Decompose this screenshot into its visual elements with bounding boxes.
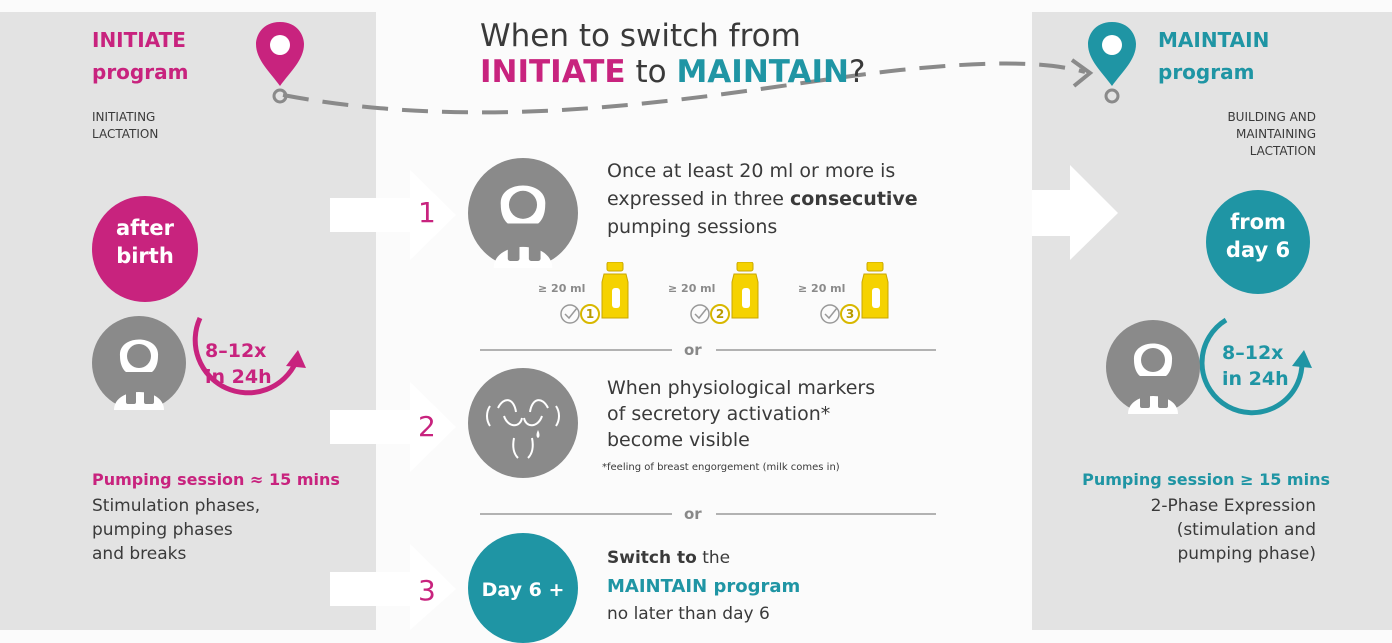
or-divider: or: [684, 341, 702, 359]
initiate-frequency: 8–12x: [205, 340, 267, 362]
step2-number: 2: [418, 410, 436, 443]
bottle-count: 1: [585, 307, 595, 321]
mother-pump-icon: [1106, 320, 1200, 414]
maintain-frequency-unit: in 24h: [1222, 368, 1289, 390]
title-initiate: INITIATE: [480, 54, 626, 90]
step3-number: 3: [418, 574, 436, 607]
bottle-label: ≥ 20 ml: [538, 282, 586, 295]
map-pin-icon: [256, 22, 304, 104]
dashed-arrowhead: [1070, 58, 1094, 88]
title-line1: When to switch from: [480, 18, 801, 54]
or-divider: or: [684, 505, 702, 523]
arrow-right-icon: [330, 382, 456, 472]
bottle-icon: [861, 262, 889, 319]
badge-line1: after: [116, 216, 174, 240]
map-pin-icon: [1088, 22, 1136, 104]
check-icon: [820, 304, 860, 324]
title-line2: INITIATE to MAINTAIN?: [480, 54, 865, 90]
step1-line1: Once at least 20 ml or more is: [607, 160, 896, 182]
step1-line2: expressed in three consecutive: [607, 188, 918, 210]
day6-badge: Day 6 +: [468, 533, 578, 643]
maintain-sub1: BUILDING AND: [1227, 110, 1316, 124]
step3-line2: MAINTAIN program: [607, 576, 801, 597]
initiate-heading: INITIATE: [92, 28, 186, 52]
maintain-desc3: pumping phase): [1177, 544, 1316, 564]
day6-badge-label: Day 6 +: [481, 579, 565, 601]
initiate-frequency-unit: in 24h: [205, 366, 272, 388]
connector-graphics: [192, 22, 1312, 630]
step1-consecutive: consecutive: [790, 188, 918, 210]
from-day6-badge: from day 6: [1206, 190, 1310, 294]
initiate-desc3: and breaks: [92, 544, 187, 564]
bottle-item: ≥ 20 ml 3: [798, 262, 894, 330]
mother-pump-icon: [468, 158, 578, 268]
after-birth-badge: after birth: [92, 196, 198, 302]
step2-line3: become visible: [607, 429, 750, 451]
step3-line1: Switch to the: [607, 548, 730, 568]
initiate-desc2: pumping phases: [92, 520, 233, 540]
maintain-frequency: 8–12x: [1222, 342, 1284, 364]
maintain-desc1: 2-Phase Expression: [1150, 496, 1316, 516]
bottle-icon: [731, 262, 759, 319]
maintain-sub3: LACTATION: [1249, 144, 1316, 158]
bottle-count: 2: [715, 307, 725, 321]
step3-switch-to: Switch to: [607, 548, 697, 568]
arrow-right-icon: [1032, 165, 1118, 260]
initiate-sub2: LACTATION: [92, 127, 159, 141]
initiate-panel: [0, 12, 376, 630]
bottle-item: ≥ 20 ml 1: [538, 262, 634, 330]
check-icon: [690, 304, 730, 324]
maintain-heading-program: program: [1158, 60, 1255, 84]
title-qmark: ?: [848, 54, 866, 90]
title-maintain: MAINTAIN: [676, 54, 849, 90]
initiate-sub1: INITIATING: [92, 110, 156, 124]
maintain-sub2: MAINTAINING: [1235, 127, 1316, 141]
step2-footnote: *feeling of breast engorgement (milk com…: [602, 462, 840, 473]
cycle-arrow-icon: [1199, 317, 1312, 416]
cycle-arrow-icon: [192, 316, 306, 396]
title-to: to: [635, 54, 667, 90]
bottle-label: ≥ 20 ml: [798, 282, 846, 295]
maintain-session: Pumping session ≥ 15 mins: [1082, 470, 1330, 489]
arrow-right-icon: [330, 170, 456, 260]
step1-line2-text: expressed in three: [607, 188, 790, 210]
badge-line2: birth: [116, 244, 174, 268]
step1-number: 1: [418, 196, 436, 229]
breast-icon: [468, 368, 578, 478]
bottle-count: 3: [845, 307, 855, 321]
initiate-session: Pumping session ≈ 15 mins: [92, 470, 340, 489]
dashed-path: [282, 61, 1086, 115]
step2-line1: When physiological markers: [607, 377, 876, 399]
step2-line2: of secretory activation*: [607, 403, 831, 425]
check-icon: [560, 304, 600, 324]
step3-line3: no later than day 6: [607, 604, 770, 624]
maintain-heading: MAINTAIN: [1158, 28, 1270, 52]
step1-line3: pumping sessions: [607, 216, 778, 238]
badge-line1: from: [1230, 210, 1286, 234]
badge-line2: day 6: [1225, 238, 1291, 262]
initiate-desc1: Stimulation phases,: [92, 496, 261, 516]
step3-the: the: [696, 548, 731, 568]
bottle-label: ≥ 20 ml: [668, 282, 716, 295]
maintain-panel: [1032, 12, 1392, 630]
mother-pump-icon: [92, 316, 186, 410]
arrow-right-icon: [330, 544, 456, 630]
initiate-heading-program: program: [92, 60, 189, 84]
maintain-desc2: (stimulation and: [1176, 520, 1316, 540]
bottle-item: ≥ 20 ml 2: [668, 262, 764, 330]
bottle-icon: [601, 262, 629, 319]
